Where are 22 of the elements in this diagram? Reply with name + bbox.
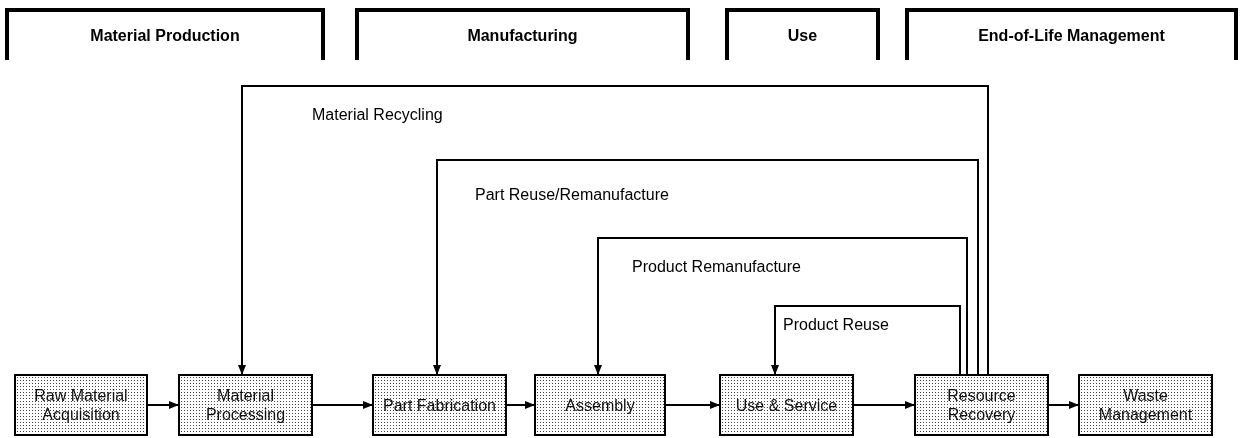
arrow (594, 237, 968, 375)
stage-header: Use (725, 8, 880, 60)
arrow (433, 159, 979, 375)
arrow (312, 401, 373, 409)
arrow (238, 85, 989, 375)
arrow (771, 305, 961, 375)
process-box: Assembly (534, 374, 666, 436)
arrow (1048, 401, 1079, 409)
arrow (506, 401, 535, 409)
arrow (853, 401, 915, 409)
stage-header: Manufacturing (355, 8, 690, 60)
stage-header: End-of-Life Management (905, 8, 1238, 60)
edge-label: Material Recycling (312, 106, 443, 124)
arrow (665, 401, 720, 409)
arrow (147, 401, 179, 409)
stage-header: Material Production (5, 8, 325, 60)
process-box: Raw Material Acquisition (14, 374, 148, 436)
process-box: Resource Recovery (914, 374, 1049, 436)
process-box: Material Processing (178, 374, 313, 436)
process-box: Part Fabrication (372, 374, 507, 436)
process-box: Waste Management (1078, 374, 1213, 436)
process-box: Use & Service (719, 374, 854, 436)
